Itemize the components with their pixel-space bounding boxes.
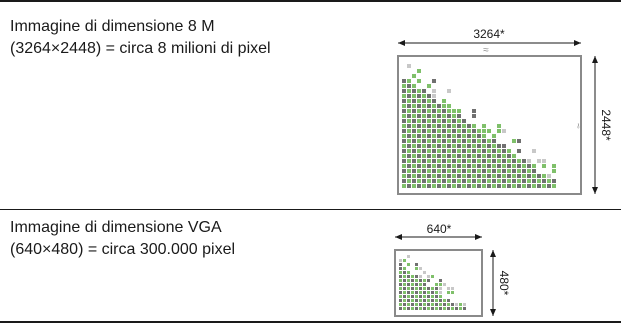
pixel-mosaic-vga	[399, 255, 466, 310]
row-divider	[0, 209, 621, 210]
image-8m-diagram: 3264* ≈ ≈ 2448*	[397, 27, 613, 195]
image-vga-diagram: 640* 480*	[394, 222, 511, 317]
svg-text:≈: ≈	[483, 45, 489, 56]
row-vga-title: Immagine di dimensione VGA	[10, 219, 222, 236]
width-label-8m: 3264*	[473, 27, 505, 41]
row-vga-description: (640×480) = circa 300.000 pixel	[10, 241, 236, 258]
svg-text:≈: ≈	[573, 123, 584, 129]
height-label-vga: 480*	[497, 271, 511, 296]
row-8m-title: Immagine di dimensione 8 M	[10, 18, 215, 35]
width-label-vga: 640*	[427, 222, 452, 236]
pixel-mosaic-8m	[402, 64, 556, 188]
height-label-8m: 2448*	[599, 109, 613, 141]
table-top-rule	[0, 0, 621, 2]
table-bottom-rule	[0, 321, 621, 323]
row-8m-description: (3264×2448) = circa 8 milioni di pixel	[10, 40, 271, 57]
